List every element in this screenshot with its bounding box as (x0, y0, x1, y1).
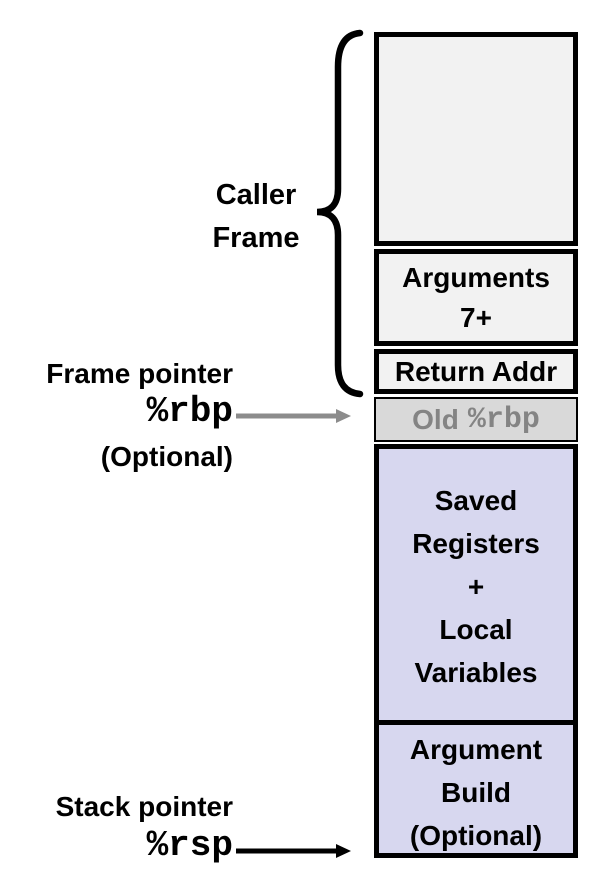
caller-frame-top-box (374, 32, 578, 246)
rbp-arrow-icon (236, 409, 351, 423)
rsp-arrow-icon (236, 844, 351, 858)
caller-frame-label: Caller Frame (150, 174, 362, 260)
caller-frame-brace-icon (316, 29, 364, 398)
return-addr-box: Return Addr (374, 349, 578, 394)
old-rbp-box: Old %rbp (374, 397, 578, 442)
return-addr-label: Return Addr (394, 355, 558, 387)
rsp-register-label: %rsp (146, 825, 233, 866)
saved-registers-line2: Registers (412, 528, 540, 559)
frame-pointer-optional-note: (Optional) (100, 441, 233, 472)
old-rbp-prefix: Old (412, 403, 459, 435)
caller-frame-label-line1: Caller (215, 179, 297, 211)
old-rbp-register: %rbp (467, 402, 540, 437)
frame-pointer-label: Frame pointer (46, 358, 233, 389)
saved-registers-box: Saved Registers + Local Variables (374, 444, 578, 725)
caller-frame-label-line2: Frame (212, 222, 300, 254)
arguments-box: Arguments 7+ (374, 249, 578, 346)
saved-registers-line5: Variables (414, 657, 538, 688)
rbp-register-label: %rbp (146, 391, 233, 432)
saved-registers-line4: Local (439, 614, 513, 645)
arguments-box-line2: 7+ (460, 301, 492, 333)
arguments-box-line1: Arguments (402, 261, 550, 293)
argument-build-line3: (Optional) (409, 819, 543, 851)
argument-build-line2: Build (441, 776, 511, 808)
saved-registers-line3: + (467, 571, 485, 602)
argument-build-box: Argument Build (Optional) (374, 720, 578, 858)
saved-registers-line1: Saved (434, 485, 518, 516)
argument-build-line1: Argument (409, 733, 543, 765)
stack-pointer-label: Stack pointer (55, 791, 233, 822)
